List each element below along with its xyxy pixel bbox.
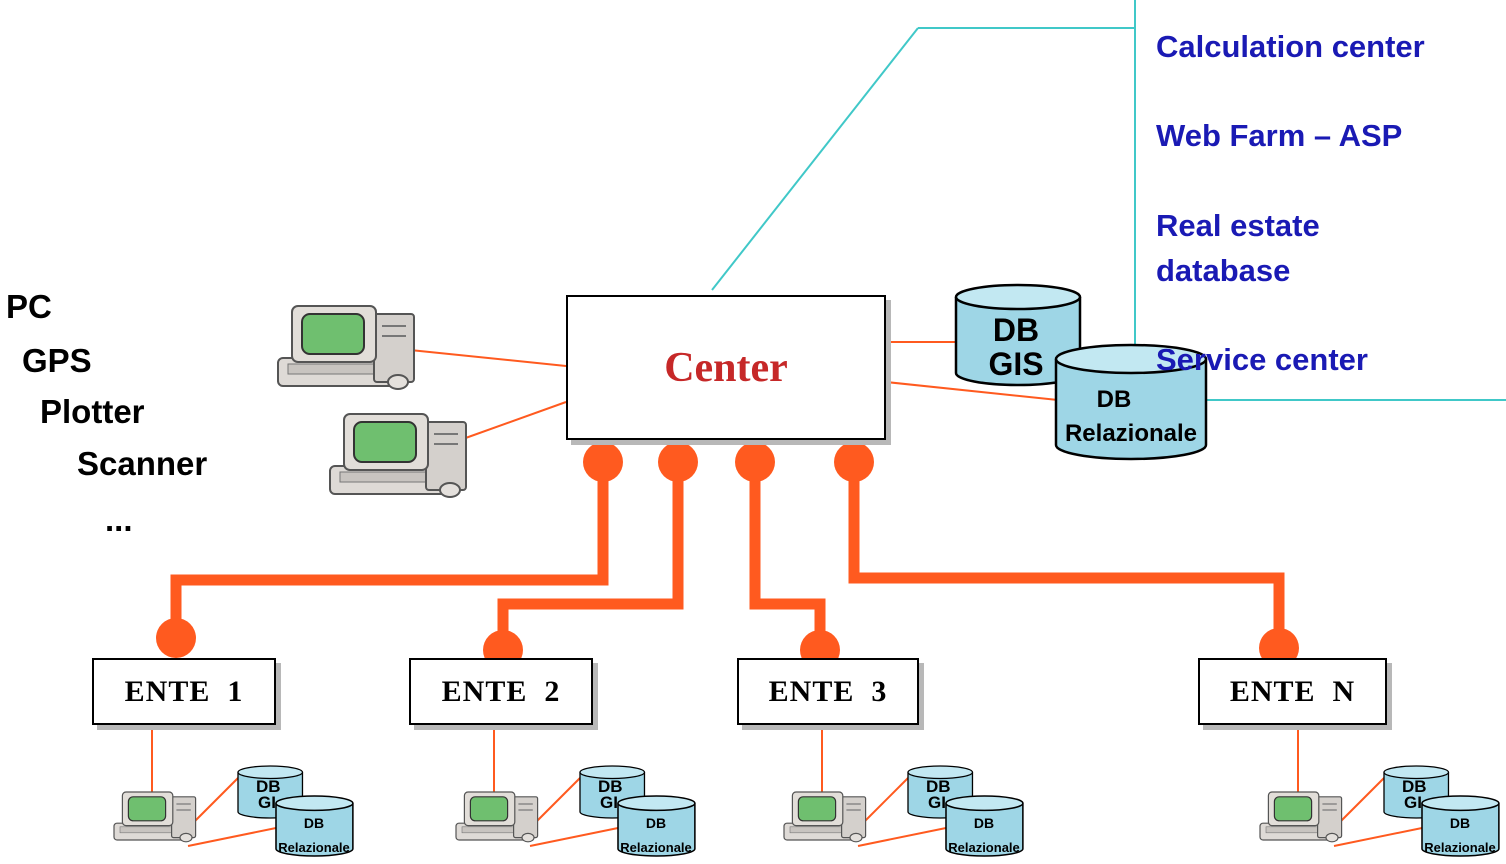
computer-icon — [277, 305, 415, 390]
db-gis-icon: DB GIS — [954, 283, 1082, 387]
svg-text:DB: DB — [926, 777, 951, 796]
ente-network-2: DB GI DB Relazionale — [455, 728, 696, 857]
ente-label: ENTE 2 — [441, 674, 561, 708]
ente-node-3: ENTE 3 — [737, 658, 919, 725]
svg-text:DB: DB — [646, 815, 666, 831]
ente-network-n: DB GI DB Relazionale — [1259, 728, 1500, 857]
svg-text:GI: GI — [1404, 793, 1422, 812]
computer-icon — [329, 413, 467, 498]
db-rel-label-1: DB — [1097, 386, 1132, 413]
db-gis-label-1: DB — [993, 312, 1039, 348]
callout-item-realestate: Real estate database — [1156, 208, 1320, 288]
center-label: Center — [664, 344, 788, 391]
callout-item-calculation: Calculation center — [1156, 29, 1425, 64]
ente-node-2: ENTE 2 — [409, 658, 593, 725]
device-scanner: Scanner — [77, 445, 208, 482]
svg-text:DB: DB — [1450, 815, 1470, 831]
svg-text:GI: GI — [928, 793, 946, 812]
ente-label: ENTE N — [1229, 674, 1356, 708]
thin-links — [409, 341, 1059, 441]
svg-text:Relazionale: Relazionale — [620, 840, 692, 855]
svg-text:GI: GI — [258, 793, 276, 812]
ente-label: ENTE 1 — [124, 674, 244, 708]
svg-text:DB: DB — [1402, 777, 1427, 796]
callout-item-service: Service center — [1156, 342, 1368, 377]
ente-node-n: ENTE N — [1198, 658, 1387, 725]
bus-connectors — [156, 442, 1299, 670]
ente-label: ENTE 3 — [768, 674, 888, 708]
bus-links — [170, 462, 1285, 650]
ente-node-1: ENTE 1 — [92, 658, 276, 725]
callout-item-webfarm: Web Farm – ASP — [1156, 118, 1403, 153]
device-plotter: Plotter — [40, 393, 145, 430]
center-node: Center — [566, 295, 886, 440]
svg-text:DB: DB — [304, 815, 324, 831]
svg-text:DB: DB — [974, 815, 994, 831]
svg-text:DB: DB — [598, 777, 623, 796]
device-more: ... — [105, 501, 133, 538]
db-gis-label-2: GIS — [988, 346, 1043, 382]
svg-text:GI: GI — [600, 793, 618, 812]
device-pc: PC — [6, 288, 52, 325]
db-rel-label-2: Relazionale — [1065, 420, 1197, 447]
device-gps: GPS — [22, 342, 92, 379]
ente-network-3: DB GI DB Relazionale — [783, 728, 1024, 857]
svg-text:Relazionale: Relazionale — [1424, 840, 1496, 855]
db-relational-icon: DB Relazionale — [1054, 343, 1208, 461]
ente-network-1: DB GI DB Relazionale — [113, 728, 354, 857]
svg-text:DB: DB — [256, 777, 281, 796]
svg-text:Relazionale: Relazionale — [278, 840, 350, 855]
svg-text:Relazionale: Relazionale — [948, 840, 1020, 855]
